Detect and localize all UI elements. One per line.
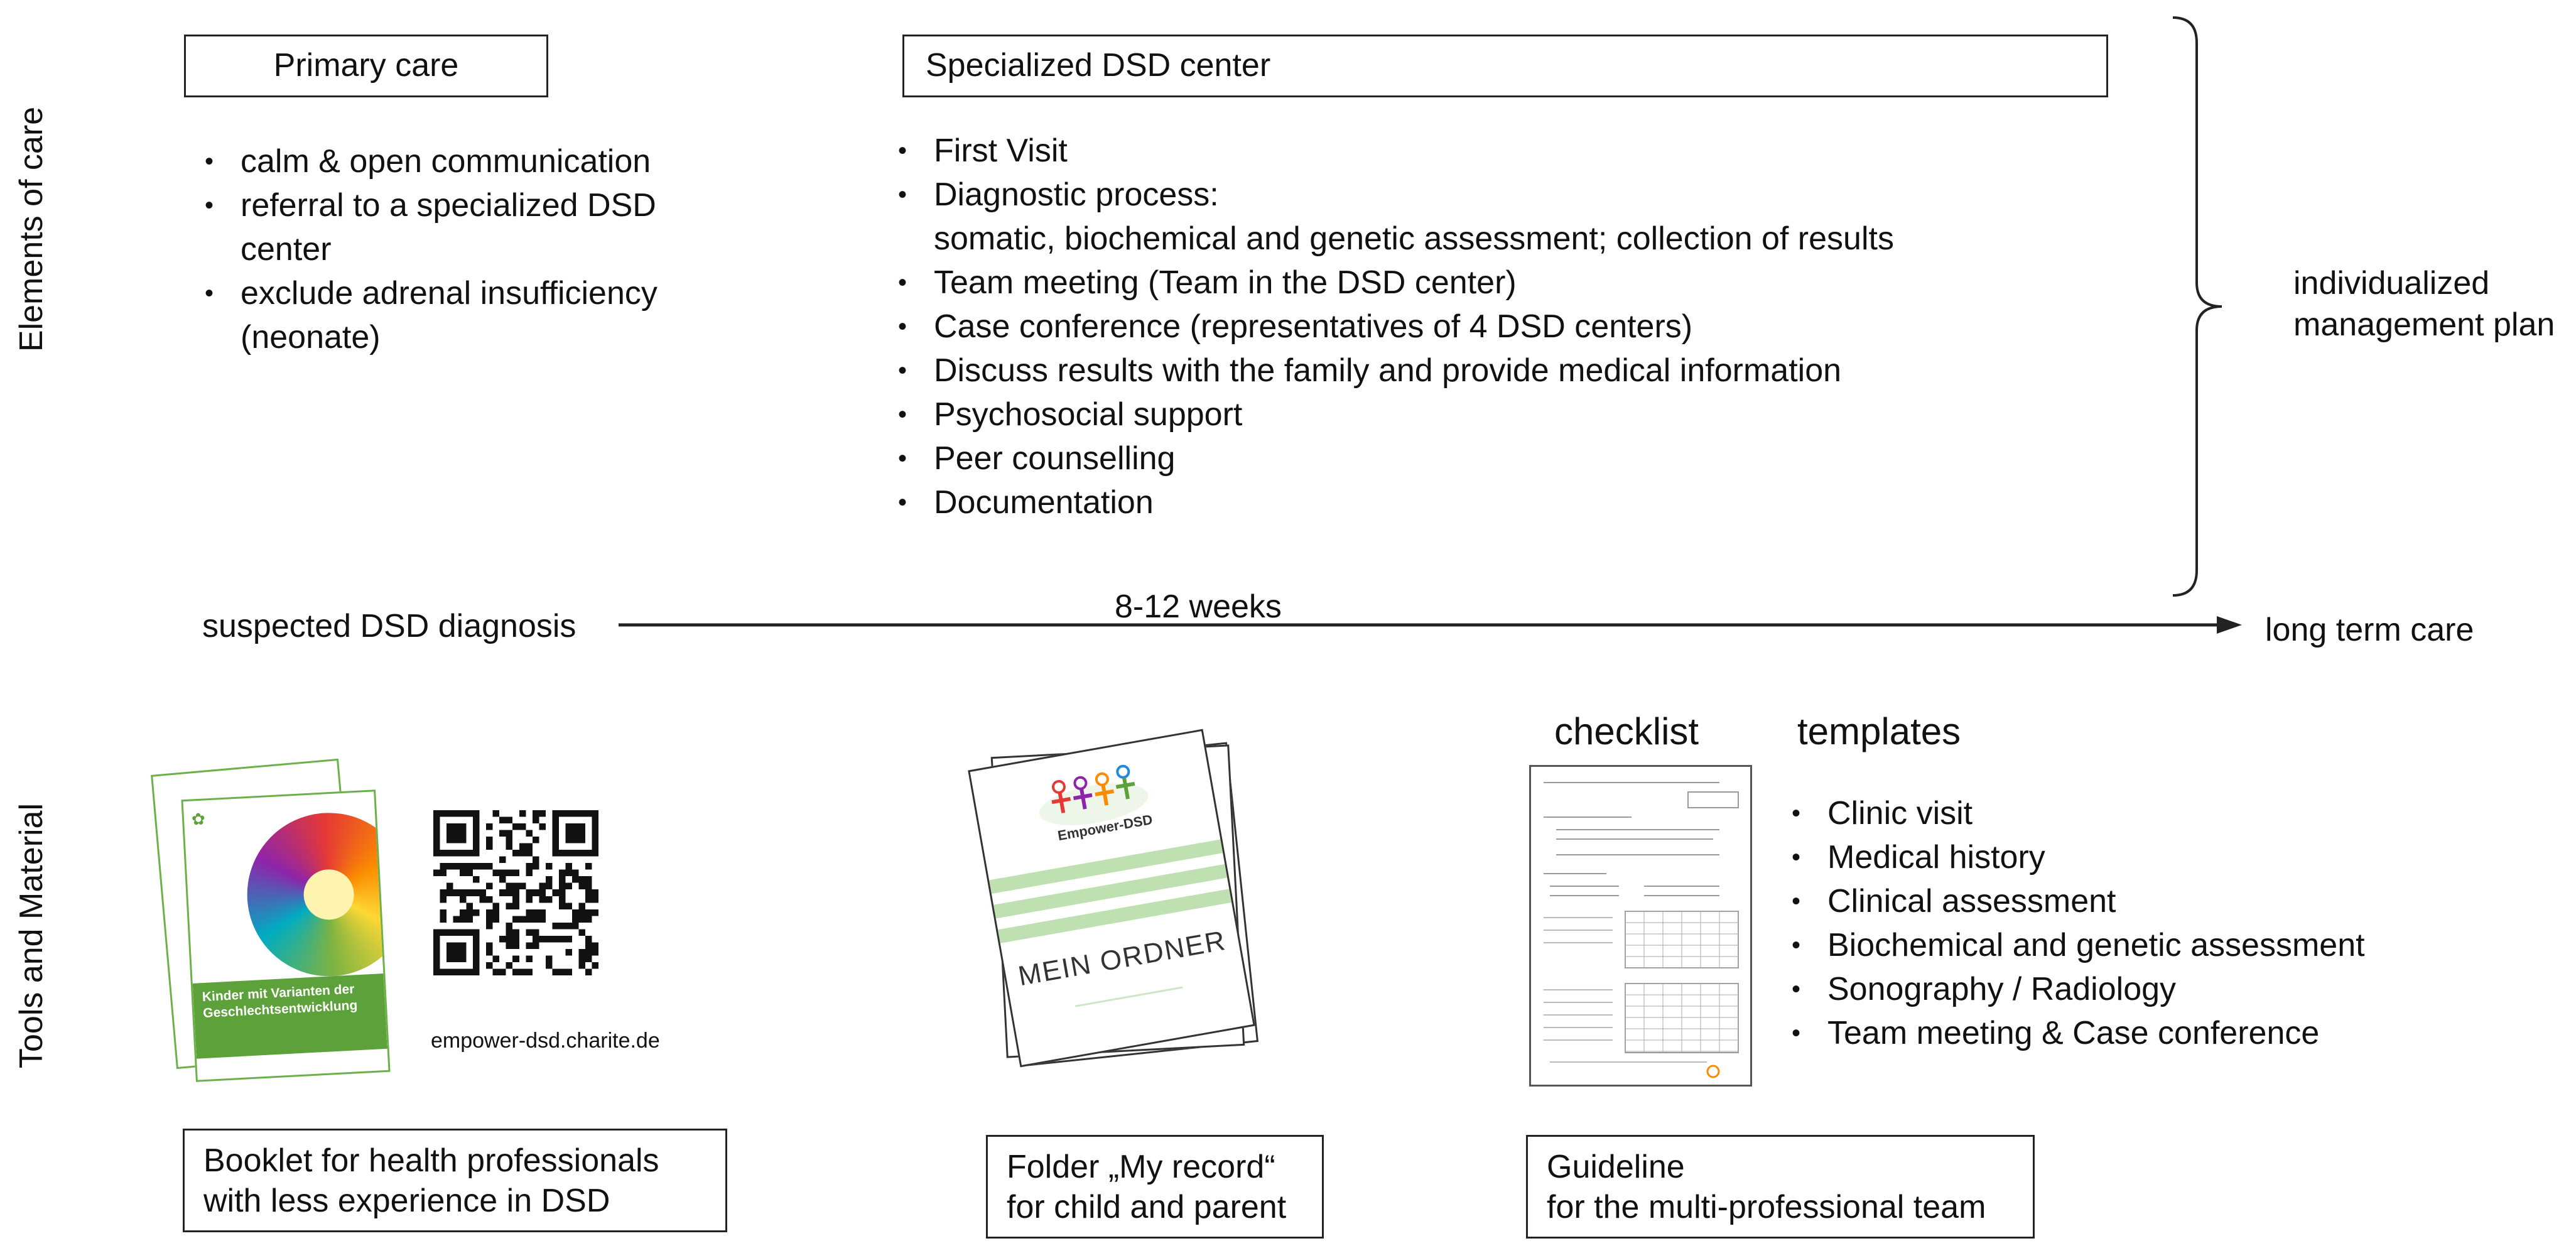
- dsd-center-list: First VisitDiagnostic process: somatic, …: [893, 129, 2149, 524]
- primary-care-item: referral to a specialized DSD center: [200, 183, 715, 271]
- folder-caption-box: Folder „My record“ for child and parent: [986, 1135, 1324, 1239]
- dsd-center-item: Documentation: [893, 480, 2149, 524]
- dsd-center-item: Peer counselling: [893, 437, 2149, 480]
- management-plan-label: individualized management plan: [2293, 265, 2555, 343]
- dsd-center-item: Case conference (representatives of 4 DS…: [893, 305, 2149, 349]
- template-item: Clinical assessment: [1787, 879, 2559, 923]
- primary-care-item: calm & open communication: [200, 139, 715, 183]
- template-item: Clinic visit: [1787, 791, 2559, 835]
- tools-and-material-label: Tools and Material: [13, 803, 50, 1068]
- primary-care-title: Primary care: [273, 47, 459, 84]
- primary-care-item: exclude adrenal insufficiency (neonate): [200, 271, 715, 359]
- booklet-url: empower-dsd.charite.de: [431, 1029, 660, 1053]
- booklet-caption: Booklet for health professionals with le…: [203, 1142, 659, 1219]
- template-item: Team meeting & Case conference: [1787, 1011, 2559, 1055]
- booklet-cover: ✿ Kinder mit Varianten der Geschlechtsen…: [181, 789, 391, 1082]
- primary-care-box: Primary care: [184, 35, 548, 97]
- templates-list: Clinic visitMedical historyClinical asse…: [1787, 791, 2559, 1055]
- booklet-caption-box: Booklet for health professionals with le…: [183, 1129, 727, 1232]
- people-logo-icon: [1039, 764, 1149, 825]
- template-item: Biochemical and genetic assessment: [1787, 923, 2559, 967]
- dsd-center-box: Specialized DSD center: [902, 35, 2108, 97]
- template-item: Sonography / Radiology: [1787, 967, 2559, 1011]
- qr-code-icon: [433, 810, 598, 979]
- dsd-center-item: Diagnostic process: somatic, biochemical…: [893, 173, 2149, 261]
- folder-image: Empower-DSD MEIN ORDNER: [968, 729, 1281, 1074]
- timeline-start-label: suspected DSD diagnosis: [202, 608, 576, 644]
- curly-brace: [2172, 16, 2222, 597]
- dsd-center-item: Team meeting (Team in the DSD center): [893, 261, 2149, 305]
- elements-of-care-label: Elements of care: [13, 106, 50, 352]
- folder-cover: Empower-DSD MEIN ORDNER: [968, 729, 1255, 1068]
- dsd-center-item: Discuss results with the family and prov…: [893, 349, 2149, 393]
- templates-label: templates: [1797, 710, 1961, 752]
- folder-caption: Folder „My record“ for child and parent: [1007, 1149, 1287, 1225]
- guideline-caption-box: Guideline for the multi-professional tea…: [1526, 1135, 2035, 1239]
- dsd-center-title: Specialized DSD center: [926, 47, 1271, 84]
- dsd-center-item: Psychosocial support: [893, 393, 2149, 437]
- checklist-label: checklist: [1554, 710, 1699, 752]
- timeline-duration-label: 8-12 weeks: [1115, 588, 1282, 625]
- dsd-center-item: First Visit: [893, 129, 2149, 173]
- primary-care-list: calm & open communicationreferral to a s…: [200, 139, 715, 359]
- booklet-image: ✿ Kinder mit Varianten der Geschlechtsen…: [151, 758, 396, 1082]
- template-item: Medical history: [1787, 835, 2559, 879]
- guideline-caption: Guideline for the multi-professional tea…: [1547, 1149, 1986, 1225]
- checklist-document: [1529, 765, 1752, 1087]
- timeline-arrow: [619, 616, 2242, 634]
- booklet-cover-title: Kinder mit Varianten der Geschlechtsentw…: [202, 982, 358, 1021]
- timeline-end-label: long term care: [2265, 612, 2474, 648]
